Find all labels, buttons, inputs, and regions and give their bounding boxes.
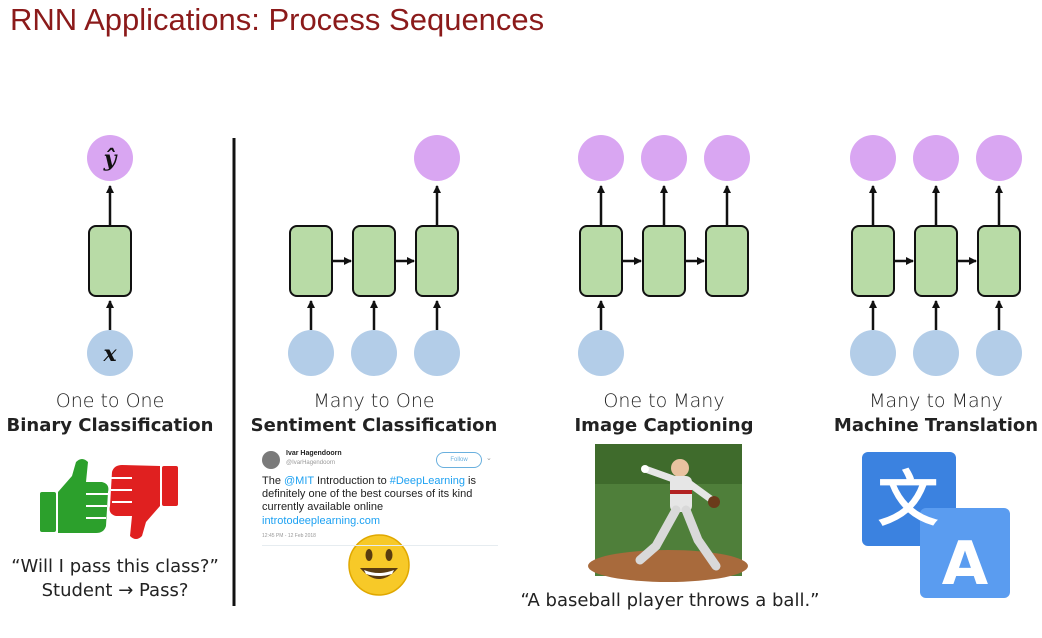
- input-node: [578, 330, 624, 376]
- hidden-node: [289, 225, 333, 297]
- output-node: [850, 135, 896, 181]
- image-captioning-label: Image Captioning: [574, 415, 754, 436]
- output-node: [641, 135, 687, 181]
- tweet-author-handle: @IvarHagendoorn: [286, 460, 336, 466]
- many-to-many-diagram: [850, 135, 1022, 376]
- binary-classification-label: Binary Classification: [6, 415, 214, 436]
- one-to-one-diagram: ŷ x: [87, 135, 133, 376]
- caption-quote: “A baseball player throws a ball.”: [520, 590, 820, 611]
- hidden-node: [415, 225, 459, 297]
- page-title: RNN Applications: Process Sequences: [10, 2, 545, 37]
- one-to-one-subtitle: One to One: [55, 390, 165, 412]
- output-node: [913, 135, 959, 181]
- thumbs-up-icon: [40, 459, 109, 533]
- output-node: [87, 135, 133, 181]
- many-to-many-subtitle: Many to Many: [869, 390, 1003, 412]
- one-to-many-subtitle: One to Many: [603, 390, 725, 412]
- hidden-node: [851, 225, 895, 297]
- y-hat-label: ŷ: [103, 146, 119, 172]
- many-to-one-subtitle: Many to One: [313, 390, 435, 412]
- tweet-text-mid: Introduction to: [313, 475, 390, 487]
- input-node: [414, 330, 460, 376]
- input-node: [288, 330, 334, 376]
- translate-left-glyph: 文: [878, 465, 938, 535]
- translate-icon: 文 A: [862, 452, 1010, 599]
- tweet-hashtag-link[interactable]: #DeepLearning: [389, 475, 465, 487]
- tweet-text: The @MIT Introduction to #DeepLearning i…: [262, 475, 498, 514]
- binary-quote-line1: “Will I pass this class?”: [11, 556, 219, 577]
- output-node: [414, 135, 460, 181]
- machine-translation-label: Machine Translation: [833, 415, 1039, 436]
- hidden-node: [88, 225, 132, 297]
- hidden-node: [914, 225, 958, 297]
- input-node: [913, 330, 959, 376]
- input-node: [351, 330, 397, 376]
- translate-right-glyph: A: [942, 529, 989, 599]
- hidden-node: [977, 225, 1021, 297]
- sentiment-classification-label: Sentiment Classification: [250, 415, 498, 436]
- one-to-many-diagram: [578, 135, 750, 376]
- follow-button[interactable]: Follow: [436, 452, 482, 468]
- output-node: [704, 135, 750, 181]
- tweet-mention-link[interactable]: @MIT: [284, 475, 314, 487]
- tweet-url-link[interactable]: introtodeeplearning.com: [262, 515, 381, 527]
- avatar: [262, 451, 280, 469]
- baseball-player-photo: [588, 444, 748, 582]
- chevron-down-icon[interactable]: ⌄: [486, 455, 492, 462]
- thumbs-down-icon: [109, 465, 178, 539]
- tweet-text-pre: The: [262, 475, 285, 487]
- many-to-one-diagram: [288, 135, 460, 376]
- smiley-emoji-icon: [348, 534, 410, 596]
- hidden-node: [579, 225, 623, 297]
- tweet-divider: [262, 545, 498, 546]
- tweet-author-name: Ivar Hagendoorn: [286, 450, 342, 457]
- hidden-node: [642, 225, 686, 297]
- input-node: [87, 330, 133, 376]
- output-node: [976, 135, 1022, 181]
- tweet-timestamp: 12:45 PM - 12 Feb 2018: [262, 533, 316, 539]
- tweet-card: Ivar Hagendoorn @IvarHagendoorn Follow ⌄…: [258, 448, 498, 558]
- output-node: [578, 135, 624, 181]
- input-node: [976, 330, 1022, 376]
- hidden-node: [352, 225, 396, 297]
- tweet-text-post: is definitely one of the best courses of…: [262, 475, 476, 513]
- input-node: [850, 330, 896, 376]
- hidden-node: [705, 225, 749, 297]
- x-label: x: [102, 341, 117, 367]
- binary-quote-line2: Student → Pass?: [41, 580, 189, 601]
